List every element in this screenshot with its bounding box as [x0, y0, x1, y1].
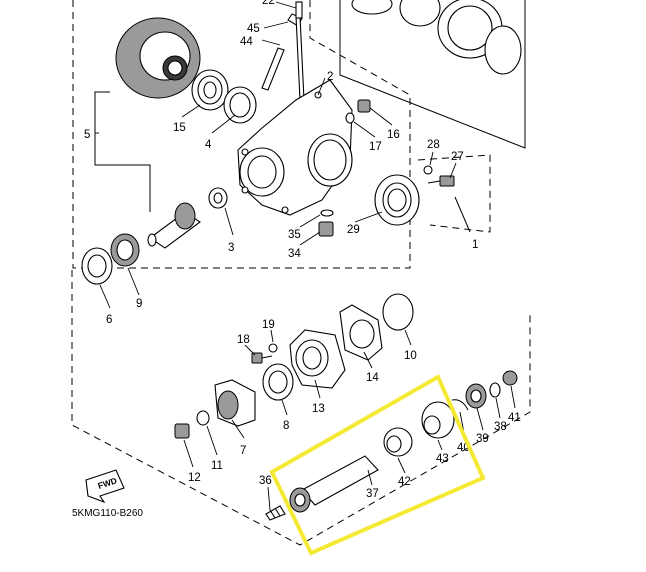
label-36: 36 — [259, 475, 272, 487]
housing-subassembly-frame — [417, 154, 491, 233]
label-1: 1 — [472, 239, 478, 251]
label-7: 7 — [240, 445, 246, 457]
label-4: 4 — [205, 139, 212, 151]
seal-4 — [223, 86, 257, 124]
drain-plug-34 — [318, 221, 334, 237]
label-3: 3 — [228, 242, 234, 254]
label-11: 11 — [211, 460, 223, 472]
boot-43 — [421, 401, 455, 439]
label-8: 8 — [283, 420, 289, 432]
part-39-spline — [465, 383, 487, 409]
label-44: 44 — [240, 36, 253, 48]
top-right-seal-frame — [339, 0, 526, 149]
label-18: 18 — [237, 334, 250, 346]
lower-assembly-frame — [71, 270, 531, 546]
label-42: 42 — [398, 476, 411, 488]
bearing-15 — [191, 69, 229, 111]
o-ring-17 — [345, 112, 355, 124]
label-29: 29 — [347, 224, 360, 236]
part-1-bracket — [454, 196, 471, 233]
leader-lines — [95, 1, 516, 511]
diagram-code: 5KMG110-B260 — [72, 508, 143, 519]
breather-pipe — [261, 1, 305, 101]
drive-shaft-37 — [289, 455, 379, 513]
label-34: 34 — [288, 248, 301, 260]
pinion-gear — [147, 202, 201, 249]
label-6: 6 — [106, 314, 112, 326]
label-43: 43 — [436, 453, 449, 465]
seal-8 — [262, 363, 294, 401]
label-14: 14 — [366, 372, 379, 384]
bearing-6 — [81, 247, 113, 285]
label-38: 38 — [494, 421, 507, 433]
oil-seal-29 — [374, 174, 420, 226]
part-38-clip — [489, 382, 501, 398]
differential-housing — [237, 79, 353, 216]
label-12: 12 — [188, 472, 201, 484]
label-5: 5 — [84, 129, 90, 141]
ring-gear — [115, 17, 201, 99]
washer-11 — [196, 410, 210, 426]
o-ring-10 — [382, 293, 414, 331]
washer-19 — [268, 343, 278, 353]
label-39: 39 — [476, 433, 489, 445]
label-27: 27 — [451, 151, 464, 163]
label-19: 19 — [262, 319, 275, 331]
label-15: 15 — [173, 122, 186, 134]
cover-13 — [289, 329, 346, 389]
label-41: 41 — [508, 412, 521, 424]
label-16: 16 — [387, 129, 400, 141]
nut-12 — [174, 423, 190, 439]
damper-42 — [383, 427, 413, 457]
label-37: 37 — [366, 488, 379, 500]
label-17: 17 — [369, 141, 382, 153]
needle-bearing-9 — [110, 233, 140, 267]
label-22: 22 — [262, 0, 275, 7]
highlight-box — [269, 374, 486, 556]
label-9: 9 — [136, 298, 142, 310]
fwd-arrow-icon: FWD — [85, 469, 125, 504]
part-40-circlip — [451, 399, 469, 411]
part-labels: 1 2 3 4 5 6 7 8 9 10 11 12 13 14 15 16 1… — [84, 0, 521, 500]
top-right-seals — [351, 0, 522, 75]
part-41-cap — [502, 370, 518, 386]
label-10: 10 — [404, 350, 417, 362]
gasket-14 — [339, 304, 383, 361]
washer-35 — [320, 209, 334, 217]
plug-16 — [357, 99, 371, 113]
part-5-bracket — [94, 91, 151, 212]
label-28: 28 — [427, 139, 440, 151]
bolt-27 — [427, 175, 455, 187]
label-35: 35 — [288, 229, 301, 241]
spring-36 — [265, 505, 286, 521]
label-2: 2 — [327, 71, 333, 83]
flange-7 — [214, 379, 256, 427]
label-13: 13 — [312, 403, 325, 415]
label-45: 45 — [247, 23, 260, 35]
washer-28 — [423, 165, 433, 175]
bearing-3 — [208, 187, 228, 209]
bolt-18 — [251, 352, 273, 364]
